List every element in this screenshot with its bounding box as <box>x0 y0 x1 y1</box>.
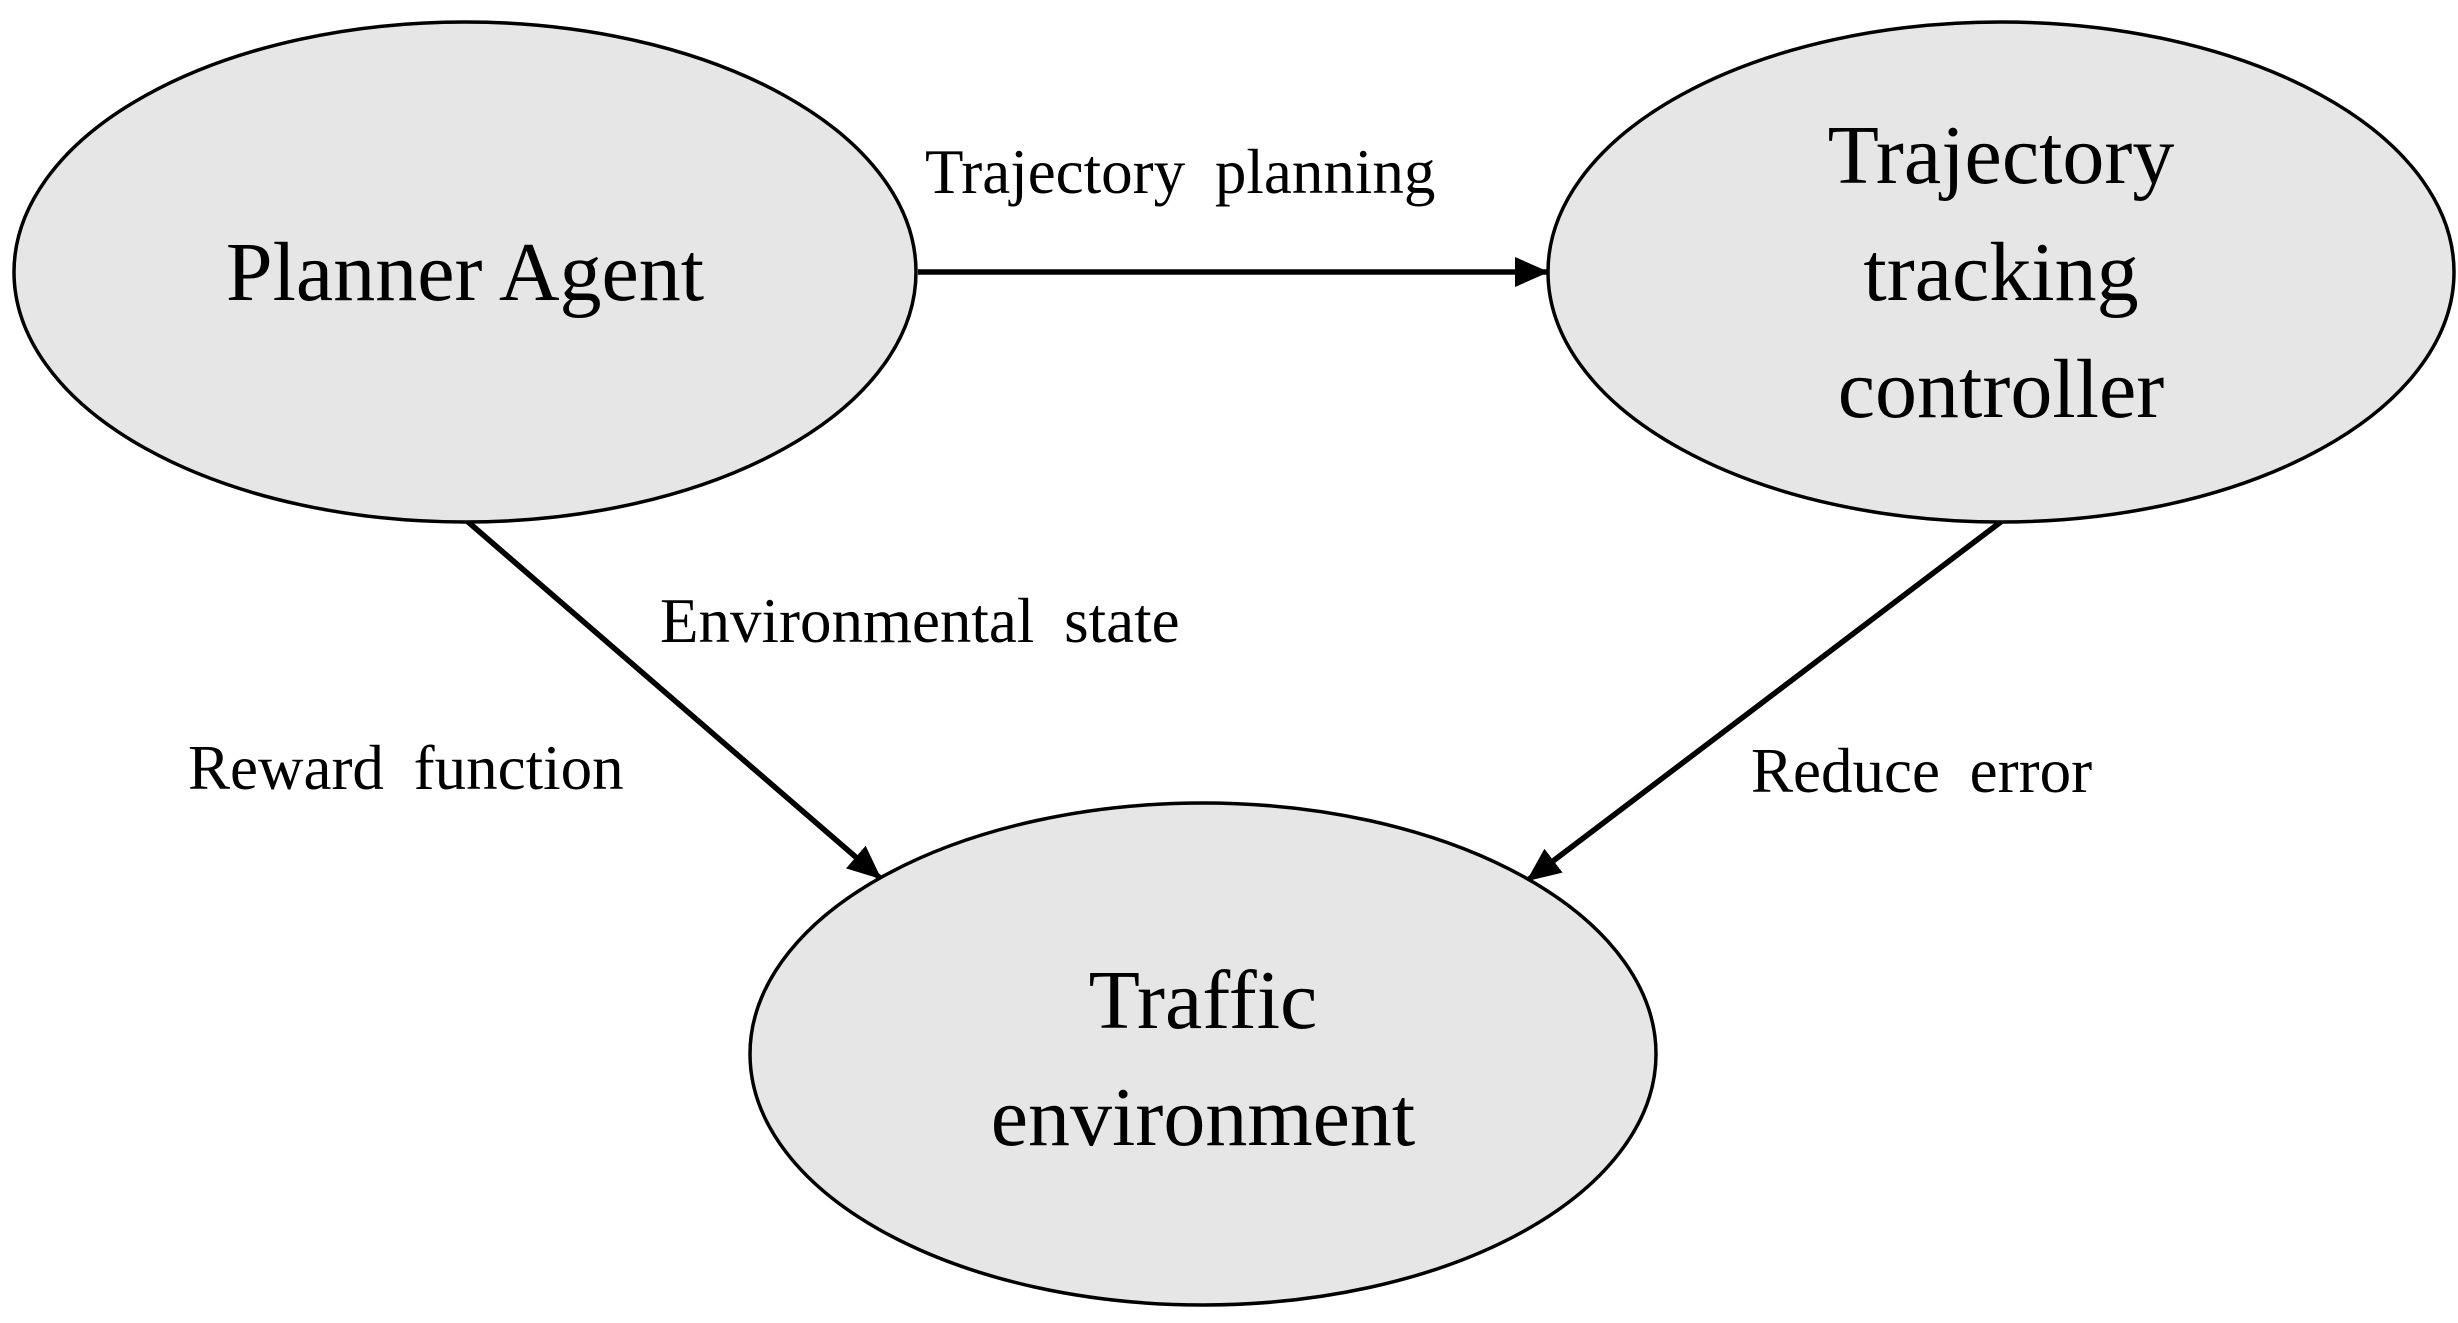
traffic-environment-label-line-2: environment <box>991 1071 1416 1164</box>
planner-agent-shape <box>12 20 918 524</box>
traffic-environment-shape <box>748 801 1658 1307</box>
node-trajectory-tracking-controller: Trajectory tracking controller <box>1546 20 2456 524</box>
edge-label-reduce-error: Reduce error <box>1751 736 2092 806</box>
edge-label-reward-function: Reward function <box>188 733 624 803</box>
node-planner-agent: Planner Agent <box>12 20 918 524</box>
node-traffic-environment: Traffic environment <box>748 801 1658 1307</box>
controller-label-line-3: controller <box>1838 343 2165 436</box>
controller-label-line-2: tracking <box>1863 226 2138 319</box>
edge-controller-to-traffic: Reduce error <box>1526 518 2092 883</box>
edge-planner-to-controller: Trajectory planning <box>918 137 1549 287</box>
edge-planner-to-traffic: Environmental state Reward function <box>188 518 1180 881</box>
traffic-environment-label-line-1: Traffic <box>1089 954 1318 1047</box>
arrow-controller-to-traffic <box>1526 518 2004 883</box>
arrow-planner-to-traffic <box>465 518 882 881</box>
edge-label-environmental-state: Environmental state <box>660 586 1180 656</box>
planner-agent-label: Planner Agent <box>226 226 704 319</box>
edge-label-trajectory-planning: Trajectory planning <box>925 137 1435 207</box>
controller-label-line-1: Trajectory <box>1828 109 2175 202</box>
controller-shape <box>1546 20 2456 524</box>
